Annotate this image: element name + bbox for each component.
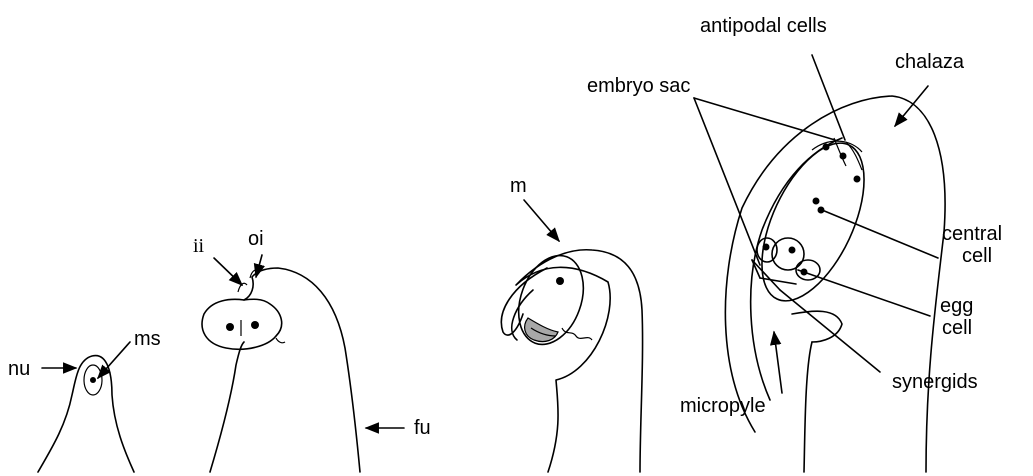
oi-arrow (256, 255, 262, 277)
ii-arrow (214, 258, 242, 285)
nucellus-lobe (202, 299, 282, 349)
embryo-sac-leader-2 (694, 98, 760, 265)
label-m: m (510, 175, 527, 197)
stage-4-mature-ovule: antipodal cells chalaza embryo sac centr… (587, 15, 1002, 472)
label-embryo-sac: embryo sac (587, 75, 690, 97)
degenerating-megaspores (525, 318, 558, 342)
egg-cell-leader (798, 270, 930, 316)
label-egg: egg (940, 295, 973, 317)
megaspore-nucleus (90, 377, 96, 383)
egg-nucleus (789, 247, 796, 254)
antipodal-nucleus-2 (840, 153, 847, 160)
label-ms: ms (134, 328, 161, 350)
label-oi: oi (248, 228, 264, 250)
embryo-sac (741, 128, 885, 316)
label-egg-cell: cell (942, 317, 972, 339)
stage-3-anatropous-ovule: m (501, 175, 642, 472)
central-cell-leader (822, 210, 938, 258)
label-central: central (942, 223, 1002, 245)
label-central-cell: cell (962, 245, 992, 267)
synergids-leader-4 (760, 278, 796, 284)
nucleus-left (226, 323, 234, 331)
label-antipodal-cells: antipodal cells (700, 15, 827, 37)
nucellus-body (244, 268, 360, 472)
stage-2-integument-initiation: ii oi fu (193, 228, 431, 472)
funiculus-outline (210, 342, 244, 472)
embryo-sac-leader-1 (694, 98, 835, 140)
micropyle-arrow (774, 332, 782, 393)
ovule-body (516, 250, 643, 472)
polar-nucleus-1 (813, 198, 820, 205)
micropyle-lobe (792, 311, 842, 342)
megaspore-nucleus-2 (556, 277, 564, 285)
nucellus-outline (38, 356, 134, 472)
label-nu: nu (8, 358, 30, 380)
antipodal-nucleus-3 (854, 176, 861, 183)
synergids-leader-2 (780, 290, 880, 372)
nucleus-right (251, 321, 259, 329)
label-synergids: synergids (892, 371, 978, 393)
label-micropyle: micropyle (680, 395, 766, 417)
label-ii: ii (193, 235, 205, 257)
funiculus-side (804, 342, 812, 472)
stage-1-nucellus: nu ms (8, 328, 161, 472)
micropylar-wavy-edge (562, 328, 592, 340)
chalaza-arrow (895, 86, 928, 126)
label-fu: fu (414, 417, 431, 439)
antipodal-nucleus-1 (823, 144, 830, 151)
antipodal-leader (812, 55, 845, 140)
label-chalaza: chalaza (895, 51, 965, 73)
synergid-nucleus-left (763, 244, 770, 251)
m-arrow (524, 200, 559, 241)
lobe-notch (276, 338, 285, 343)
ms-arrow (98, 342, 130, 378)
